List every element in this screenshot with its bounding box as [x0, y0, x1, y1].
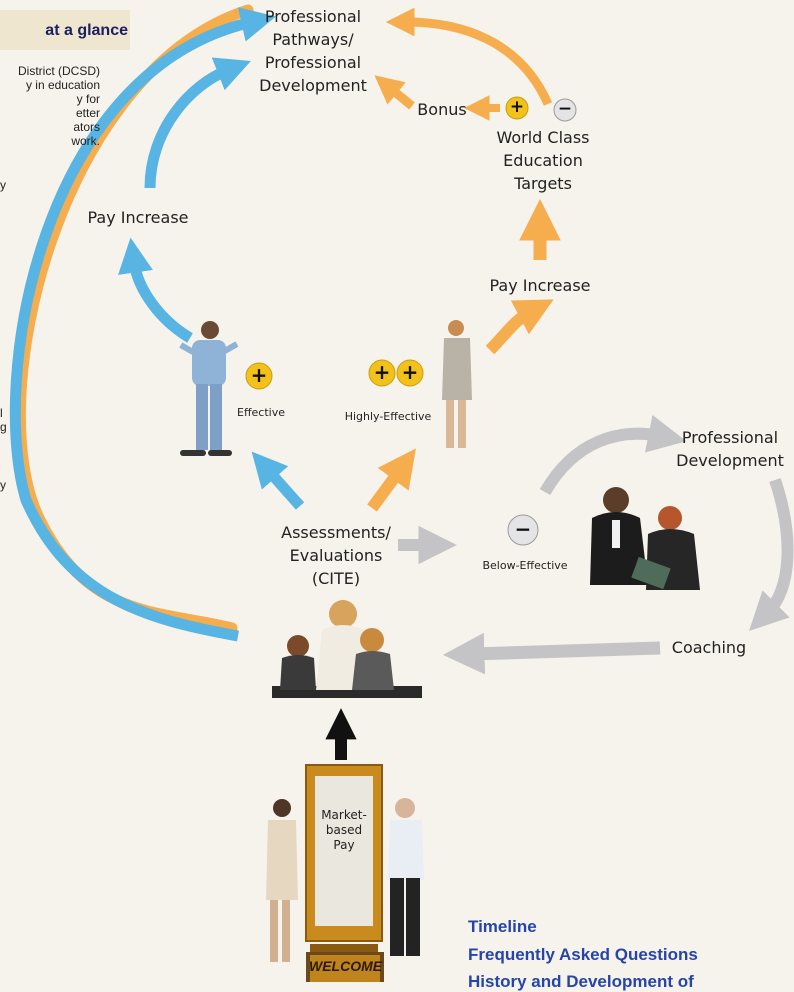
assessments-label: Assessments/ Evaluations (CITE)	[272, 521, 400, 590]
history-link[interactable]: History and Development of	[468, 972, 694, 991]
door-sign-line: Pay	[333, 838, 355, 852]
classroom-students-figure	[272, 600, 422, 698]
professional-pathways-line: Professional	[264, 53, 362, 72]
door-sign: Market- based Pay	[315, 808, 373, 853]
world-class-plus-icon	[505, 96, 529, 120]
effective-teacher-figure	[179, 321, 239, 456]
sidebar-intro-line: y in education	[25, 78, 100, 92]
world-class-line: Education	[503, 151, 583, 170]
professional-development-line: Development	[676, 451, 784, 470]
coaching-mentors-figure	[590, 487, 700, 590]
market-based-pay-door[interactable]	[305, 764, 383, 954]
door-side-figures	[266, 798, 424, 962]
sidebar-intro-line: y for	[76, 92, 100, 106]
arrow-pay-increase-to-pathways	[144, 57, 251, 189]
highly-effective-label: Highly-Effective	[344, 410, 432, 423]
highly-effective-plus-glyph-1: +	[373, 360, 391, 384]
sidebar-intro-line: etter	[75, 106, 100, 120]
sidebar-fragment: g	[0, 420, 7, 434]
world-class-targets-label: World Class Education Targets	[478, 126, 608, 195]
below-effective-minus-icon	[507, 514, 539, 546]
arrow-effective-to-pay	[118, 237, 193, 343]
sidebar-intro-line: ators	[73, 120, 100, 134]
pay-increase-right-label: Pay Increase	[489, 276, 591, 295]
professional-pathways-line: Professional	[264, 7, 362, 26]
assessments-line: (CITE)	[311, 569, 361, 588]
effective-plus-glyph: +	[250, 363, 268, 387]
sidebar-intro: District (DCSD) y in education y for ett…	[0, 64, 100, 148]
sidebar-fragment: l	[0, 406, 3, 420]
arrow-below-to-professional-development	[539, 414, 687, 496]
world-class-minus-glyph: −	[557, 99, 573, 119]
below-effective-minus-glyph: −	[514, 517, 532, 541]
pay-increase-left-label: Pay Increase	[87, 208, 189, 227]
sidebar-title: at a glance	[0, 10, 130, 50]
timeline-link[interactable]: Timeline	[468, 917, 537, 936]
professional-development-label: Professional Development	[668, 426, 792, 472]
assessments-line: Assessments/	[281, 523, 391, 542]
world-class-line: World Class	[496, 128, 590, 147]
arrow-assessment-to-highly-effective	[367, 448, 416, 512]
sidebar-fragment: y	[0, 478, 6, 492]
coaching-label: Coaching	[671, 638, 747, 657]
effective-plus-icon	[245, 362, 273, 390]
welcome-mat-text: WELCOME	[309, 958, 383, 974]
world-class-minus-icon	[553, 98, 577, 122]
world-class-plus-glyph: +	[509, 97, 525, 117]
professional-pathways-line: Pathways/	[272, 30, 354, 49]
professional-development-line: Professional	[681, 428, 779, 447]
sidebar-intro-line: District (DCSD)	[18, 64, 100, 78]
faq-link[interactable]: Frequently Asked Questions	[468, 945, 698, 964]
door-sign-line: based	[325, 823, 363, 837]
welcome-mat	[306, 952, 384, 982]
bonus-label: Bonus	[417, 100, 467, 119]
arrow-development-to-coaching	[749, 478, 794, 632]
arrow-bonus-to-pathways	[374, 75, 415, 110]
professional-pathways-line: Development	[259, 76, 367, 95]
below-effective-label: Below-Effective	[482, 559, 568, 572]
arrow-highly-effective-to-pay	[485, 299, 554, 355]
highly-effective-plus-icon-1	[368, 359, 396, 387]
assessments-line: Evaluations	[289, 546, 383, 565]
door-sign-line: Market-	[321, 808, 367, 822]
highly-effective-teacher-figure	[442, 320, 472, 448]
world-class-line: Targets	[514, 174, 572, 193]
sidebar-fragment: y	[0, 178, 6, 192]
highly-effective-plus-glyph-2: +	[401, 360, 419, 384]
highly-effective-plus-icon-2	[396, 359, 424, 387]
sidebar-intro-line: work.	[71, 134, 100, 148]
arrow-coaching-to-classroom	[442, 632, 661, 675]
loop-arc-blue	[9, 7, 277, 642]
arrow-assessment-to-effective	[251, 451, 305, 510]
professional-pathways-label: Professional Pathways/ Professional Deve…	[238, 5, 388, 97]
arrow-targets-to-pathways	[385, 7, 553, 106]
effective-label: Effective	[237, 406, 285, 419]
